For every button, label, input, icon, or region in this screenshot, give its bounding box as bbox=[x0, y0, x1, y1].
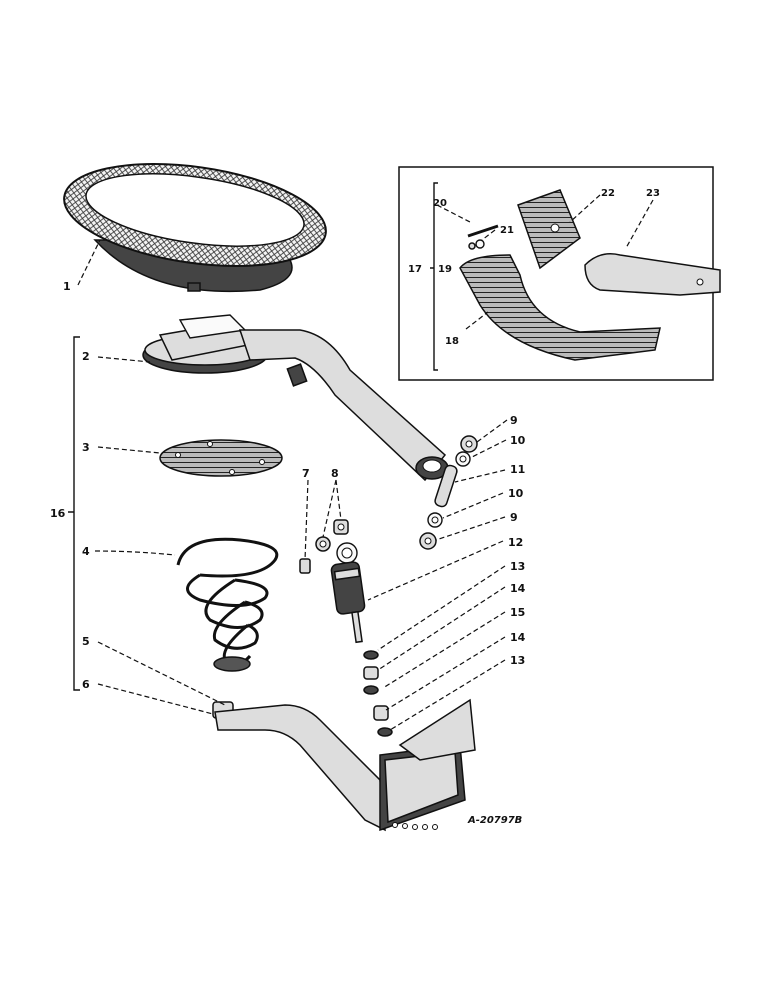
callout-13-lower: 13 bbox=[510, 654, 525, 667]
callout-8: 8 bbox=[331, 467, 339, 480]
callout-5: 5 bbox=[82, 635, 90, 648]
callout-20: 20 bbox=[433, 198, 447, 209]
mounting-holes bbox=[392, 822, 438, 830]
pin-part bbox=[467, 224, 499, 250]
callout-23: 23 bbox=[646, 188, 660, 199]
callout-1: 1 bbox=[63, 280, 71, 293]
callout-2: 2 bbox=[82, 350, 90, 363]
coil-spring-part bbox=[176, 537, 279, 672]
callout-7: 7 bbox=[302, 467, 310, 480]
pin-and-washers-part bbox=[419, 435, 478, 550]
callout-10-upper: 10 bbox=[510, 434, 526, 447]
seat-pan-part bbox=[63, 163, 327, 293]
callout-6: 6 bbox=[82, 678, 90, 691]
bracket-part bbox=[584, 253, 721, 296]
callout-14-lower: 14 bbox=[510, 631, 526, 644]
washer-nut-part bbox=[315, 519, 349, 552]
callout-18: 18 bbox=[445, 336, 459, 347]
callout-4: 4 bbox=[82, 545, 90, 558]
callout-17: 17 bbox=[408, 264, 422, 275]
seat-support-bar-part bbox=[142, 314, 449, 482]
callout-3: 3 bbox=[82, 441, 90, 454]
callout-16: 16 bbox=[50, 507, 66, 520]
backrest-part bbox=[517, 189, 581, 270]
callout-15: 15 bbox=[510, 606, 525, 619]
figure-code: A-20797B bbox=[467, 815, 522, 826]
seat-cushion-part bbox=[459, 254, 661, 361]
callout-19: 19 bbox=[438, 264, 452, 275]
callout-9-lower: 9 bbox=[510, 511, 518, 524]
callout-22: 22 bbox=[601, 188, 615, 199]
inset-panel bbox=[398, 166, 721, 381]
seat-plate-part bbox=[159, 439, 283, 477]
small-hardware-part bbox=[363, 650, 393, 737]
bolt-part bbox=[299, 558, 311, 574]
callout-10-lower: 10 bbox=[508, 487, 524, 500]
leader-lines bbox=[77, 194, 654, 731]
callout-14-upper: 14 bbox=[510, 582, 526, 595]
callout-9-upper: 9 bbox=[510, 414, 518, 427]
base-arm-part bbox=[212, 698, 476, 832]
callout-labels: 1 2 3 16 4 5 6 7 8 9 10 11 10 9 12 13 14… bbox=[50, 188, 660, 826]
callout-13-upper: 13 bbox=[510, 560, 525, 573]
shock-absorber-part bbox=[330, 542, 366, 644]
callout-12: 12 bbox=[508, 536, 523, 549]
callout-21: 21 bbox=[500, 225, 514, 236]
group-bracket-16 bbox=[68, 336, 80, 691]
group-bracket-17 bbox=[430, 182, 438, 371]
callout-11: 11 bbox=[510, 463, 525, 476]
